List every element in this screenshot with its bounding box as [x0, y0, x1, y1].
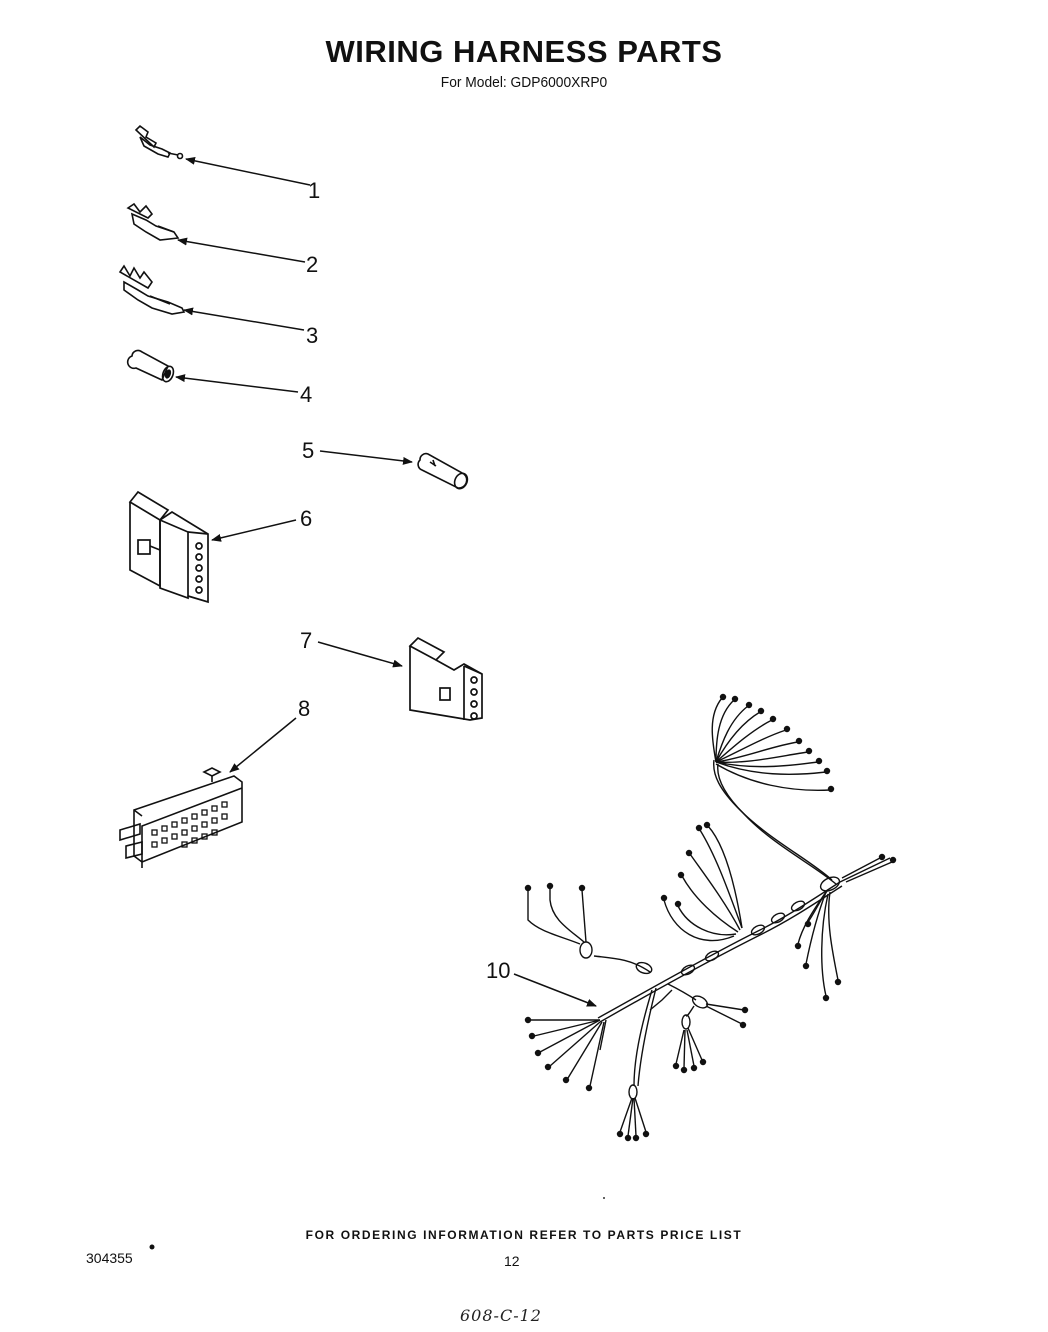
- model-subtitle: For Model: GDP6000XRP0: [440, 74, 608, 91]
- callout-8: 8: [298, 696, 310, 721]
- part-1-terminal: [134, 124, 184, 160]
- leader-8: [229, 717, 297, 773]
- leader-3: [183, 307, 305, 331]
- leader-4: [175, 374, 299, 393]
- part-4-plug: [126, 349, 175, 383]
- ordering-note: FOR ORDERING INFORMATION REFER TO PARTS …: [305, 1228, 743, 1242]
- leader-2: [177, 237, 306, 263]
- callout-2: 2: [306, 252, 318, 277]
- callout-4: 4: [300, 382, 312, 407]
- doc-number-mark: [149, 1244, 155, 1250]
- callout-3: 3: [306, 323, 318, 348]
- callout-7: 7: [300, 628, 312, 653]
- handwritten-note: 608-C-12: [460, 1306, 542, 1325]
- leader-6: [211, 519, 297, 542]
- part-10-wiring-harness: [524, 693, 897, 1142]
- leader-1: [185, 156, 311, 186]
- leader-10: [513, 973, 597, 1007]
- part-2-terminal: [126, 202, 180, 241]
- part-3-terminal: [118, 264, 186, 315]
- callout-5: 5: [302, 438, 314, 463]
- speck: [603, 1197, 605, 1199]
- page-number: 12: [504, 1253, 520, 1269]
- callout-10: 10: [486, 958, 510, 983]
- part-6-connector-housing: [128, 490, 209, 604]
- callout-6: 6: [300, 506, 312, 531]
- leader-7: [317, 641, 403, 668]
- part-5-butt-connector: [417, 452, 469, 490]
- leader-5: [319, 450, 413, 465]
- part-7-connector-housing: [408, 636, 483, 721]
- page-title: WIRING HARNESS PARTS: [325, 34, 723, 69]
- part-8-multipin-connector: [119, 767, 243, 868]
- document-number: 304355: [86, 1250, 133, 1266]
- callout-1: 1: [308, 178, 320, 203]
